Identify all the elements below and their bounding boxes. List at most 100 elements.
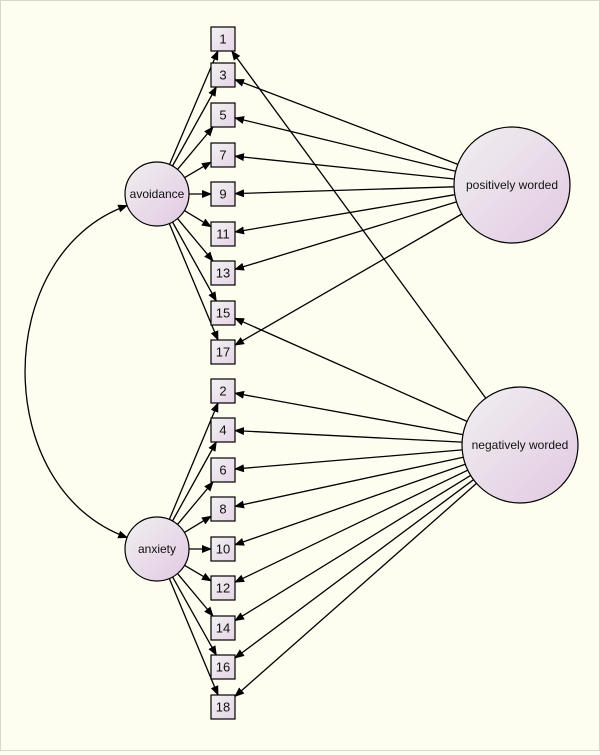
item-8[interactable]: 8 <box>210 496 236 522</box>
latent-anxiety[interactable]: anxiety <box>124 516 190 582</box>
item-7[interactable]: 7 <box>210 142 236 168</box>
path-negative-to-item-8 <box>234 456 464 509</box>
item-1[interactable]: 1 <box>210 26 236 52</box>
item-label: 14 <box>216 621 230 636</box>
item-box <box>210 26 236 52</box>
item-label: 8 <box>219 502 226 517</box>
item-box <box>210 62 236 88</box>
path-positive-to-item-13 <box>234 201 457 271</box>
item-box <box>210 142 236 168</box>
path-positive-to-item-9 <box>234 186 455 198</box>
path-negative-to-item-2 <box>234 390 464 436</box>
item-box <box>210 496 236 522</box>
path-negative-to-item-16 <box>234 479 474 659</box>
latent-avoidance[interactable]: avoidance <box>124 161 190 227</box>
path-anxiety-to-item-16 <box>172 576 217 656</box>
path-negative-to-item-18 <box>234 482 477 698</box>
item-box <box>210 457 236 483</box>
item-9[interactable]: 9 <box>210 181 236 207</box>
path-anxiety-to-item-4 <box>171 441 217 522</box>
latent-circle <box>124 161 190 227</box>
item-box <box>210 615 236 641</box>
item-label: 16 <box>216 660 230 675</box>
path-negative-to-item-10 <box>234 463 466 546</box>
item-label: 1 <box>219 32 226 47</box>
item-label: 10 <box>216 542 230 557</box>
path-anxiety-to-item-14 <box>177 573 214 617</box>
item-label: 2 <box>219 384 226 399</box>
item-2[interactable]: 2 <box>210 378 236 404</box>
item-label: 3 <box>219 68 226 83</box>
path-positive-to-item-7 <box>234 153 455 180</box>
item-10[interactable]: 10 <box>210 536 236 562</box>
path-anxiety-to-item-8 <box>184 515 212 533</box>
path-positive-to-item-11 <box>234 194 455 235</box>
latent-negative[interactable]: negatively worded <box>461 386 579 504</box>
item-box <box>210 417 236 443</box>
item-label: 17 <box>216 345 230 360</box>
item-label: 15 <box>216 306 230 321</box>
item-box <box>210 654 236 680</box>
nodes-layer: avoidance anxiety positively worded negativ… <box>124 26 579 720</box>
path-anxiety-to-item-2 <box>168 402 219 520</box>
item-17[interactable]: 17 <box>210 339 236 365</box>
path-anxiety-to-item-12 <box>184 564 212 582</box>
item-label: 13 <box>216 266 230 281</box>
path-avoidance-to-item-13 <box>177 218 214 262</box>
path-positive-to-item-5 <box>234 116 456 172</box>
item-5[interactable]: 5 <box>210 102 236 128</box>
item-box <box>210 102 236 128</box>
item-label: 18 <box>216 700 230 715</box>
path-avoidance-to-item-15 <box>171 221 217 302</box>
item-6[interactable]: 6 <box>210 457 236 483</box>
path-avoidance-to-item-3 <box>171 86 217 167</box>
item-14[interactable]: 14 <box>210 615 236 641</box>
item-13[interactable]: 13 <box>210 260 236 286</box>
path-negative-to-item-4 <box>234 427 463 443</box>
item-15[interactable]: 15 <box>210 300 236 326</box>
path-negative-to-item-15 <box>234 317 468 422</box>
path-negative-to-item-1 <box>231 50 487 399</box>
latent-circle <box>124 516 190 582</box>
item-label: 4 <box>219 423 226 438</box>
item-18[interactable]: 18 <box>210 694 236 720</box>
latent-positive[interactable]: positively worded <box>453 126 571 244</box>
item-label: 6 <box>219 463 226 478</box>
path-positive-to-item-3 <box>234 78 459 166</box>
path-negative-to-item-6 <box>234 449 463 473</box>
path-positive-to-item-17 <box>234 213 463 346</box>
item-box <box>210 221 236 247</box>
path-avoidance-to-item-11 <box>184 210 212 228</box>
item-box <box>210 260 236 286</box>
latent-label: positively worded <box>466 178 558 192</box>
item-label: 7 <box>219 148 226 163</box>
paths-layer <box>24 50 487 698</box>
latent-label: avoidance <box>130 187 185 201</box>
item-box <box>210 339 236 365</box>
covariance-avoidance-anxiety <box>24 204 129 539</box>
item-16[interactable]: 16 <box>210 654 236 680</box>
latent-label: anxiety <box>138 542 176 556</box>
item-label: 9 <box>219 187 226 202</box>
latent-circle <box>461 386 579 504</box>
item-box <box>210 181 236 207</box>
item-box <box>210 300 236 326</box>
item-12[interactable]: 12 <box>210 575 236 601</box>
item-box <box>210 536 236 562</box>
path-avoidance-to-item-7 <box>184 161 212 179</box>
item-3[interactable]: 3 <box>210 62 236 88</box>
path-anxiety-to-item-18 <box>168 578 219 696</box>
item-4[interactable]: 4 <box>210 417 236 443</box>
latent-circle <box>453 126 571 244</box>
item-label: 12 <box>216 581 230 596</box>
path-avoidance-to-item-5 <box>177 126 214 170</box>
latent-label: negatively worded <box>472 438 569 452</box>
path-avoidance-to-item-17 <box>168 223 219 341</box>
item-label: 5 <box>219 108 226 123</box>
item-11[interactable]: 11 <box>210 221 236 247</box>
path-anxiety-to-item-6 <box>177 481 214 525</box>
item-label: 11 <box>216 227 230 242</box>
path-avoidance-to-item-1 <box>168 50 219 165</box>
